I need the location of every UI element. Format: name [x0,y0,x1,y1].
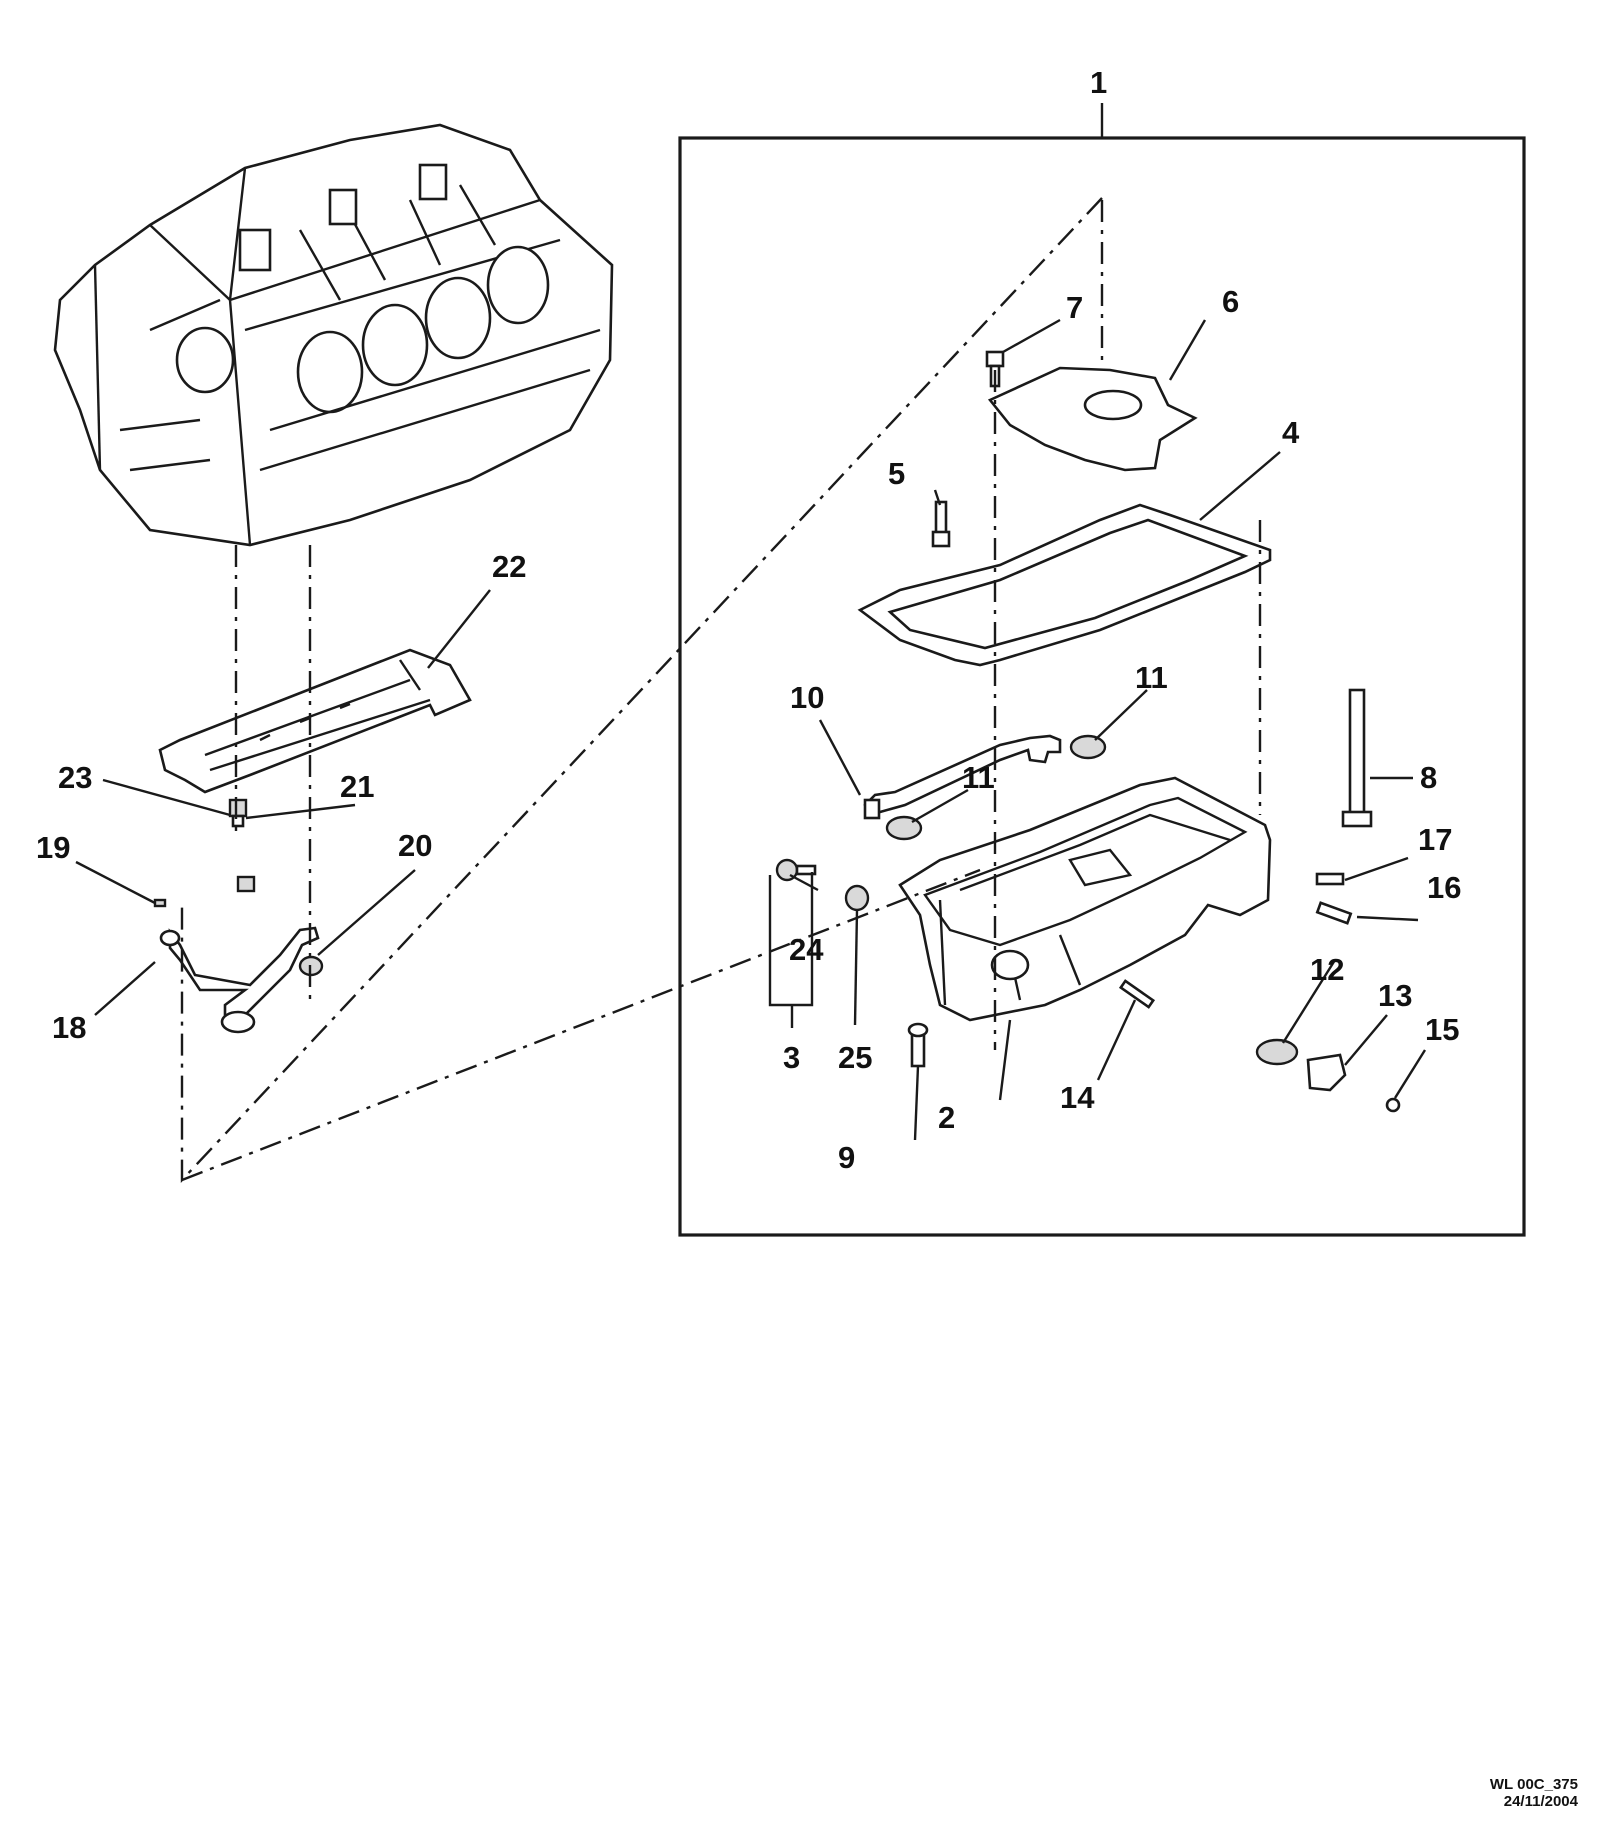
oil-level-sensor-pipe [863,734,1062,820]
callout-14: 14 [1060,1080,1095,1115]
callout-12: 12 [1310,952,1344,987]
baffle-plate [987,366,1198,472]
callout-21: 21 [340,769,374,804]
callout-1: 1 [1090,65,1107,100]
windage-tray [158,648,472,794]
oil-pan-gasket [857,503,1272,667]
leader-lines [75,318,1427,1141]
callout-10: 10 [790,680,824,715]
o-rings-and-bolts [775,350,1401,1113]
callout-24: 24 [789,932,824,967]
callout-5: 5 [888,456,905,491]
callout-15: 15 [1425,1012,1459,1047]
callout-25: 25 [838,1040,872,1075]
oil-pickup-pipe [159,926,320,1034]
drawing-reference-stamp: WL 00C_375 24/11/2004 [1490,1776,1578,1810]
callout-16: 16 [1427,870,1461,905]
callout-7: 7 [1066,290,1083,325]
callout-13: 13 [1378,978,1412,1013]
callout-6: 6 [1222,284,1239,319]
callout-23: 23 [58,760,92,795]
callout-9: 9 [838,1140,855,1175]
engine-block [53,123,614,547]
oil-pan [898,776,1272,1022]
callout-11a: 11 [1135,660,1168,695]
callout-labels: 1 2 3 4 5 6 7 8 9 10 11 11 12 13 14 15 1… [36,65,1461,1175]
callout-19: 19 [36,830,70,865]
assembly-centerlines [180,197,1262,1184]
callout-8: 8 [1420,760,1437,795]
callout-20: 20 [398,828,432,863]
callout-11b: 11 [962,760,995,795]
callout-22: 22 [492,549,526,584]
callout-2: 2 [938,1100,955,1135]
callout-3: 3 [783,1040,800,1075]
drawing-reference: WL 00C_375 [1489,1776,1578,1793]
callout-4: 4 [1282,415,1300,450]
callout-18: 18 [52,1010,86,1045]
callout-17: 17 [1418,822,1452,857]
drawing-date: 24/11/2004 [1503,1793,1578,1810]
